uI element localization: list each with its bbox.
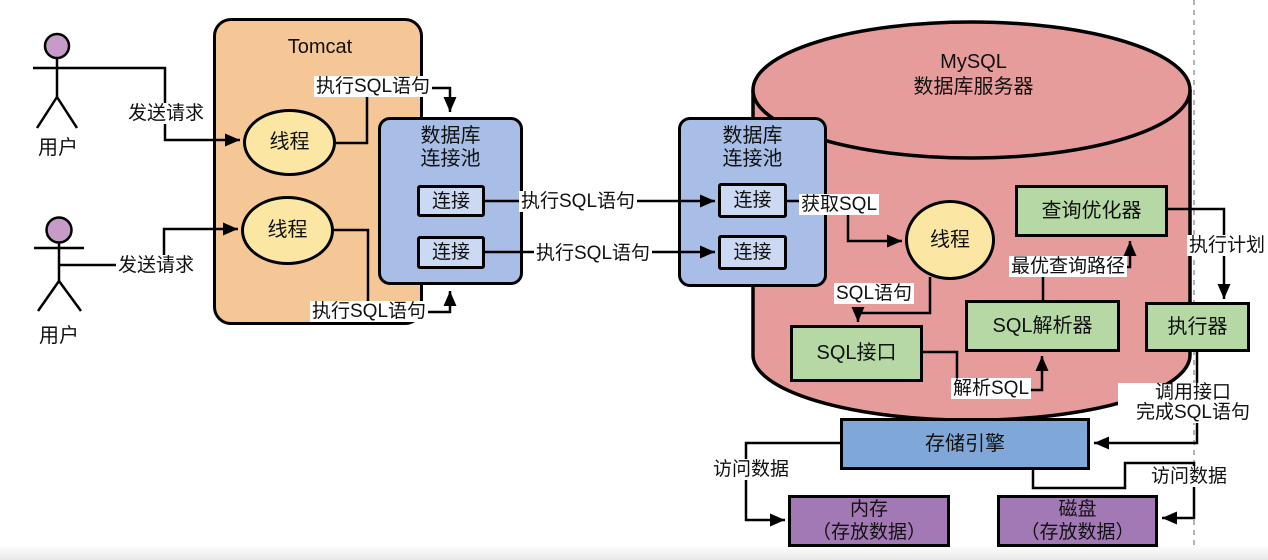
sql-interface-label: SQL接口 (816, 342, 897, 364)
query-optimizer-label: 查询优化器 (1041, 199, 1142, 222)
thread-ellipse-2: 线程 (241, 196, 334, 265)
mysql-title: MySQL 数据库服务器 (913, 51, 1034, 98)
connection-box-2b: 连接 (718, 235, 787, 270)
user-name-2: 用户 (39, 325, 79, 347)
thread-ellipse-3: 线程 (905, 200, 995, 280)
query-optimizer-box: 查询优化器 (1015, 185, 1168, 237)
label-best-query-path: 最优查询路径 (1009, 256, 1128, 277)
label-access-data-left: 访问数据 (711, 459, 792, 480)
storage-engine-label: 存储引擎 (925, 432, 1005, 455)
label-exec-sql-mid1: 执行SQL语句 (519, 191, 638, 212)
thread-label: 线程 (930, 228, 970, 251)
label-sql-statement: SQL语句 (834, 283, 915, 304)
label-send-request-1: 发送请求 (126, 103, 207, 124)
pool-title: 数据库 连接池 (722, 125, 783, 170)
connection-box-2a: 连接 (718, 183, 787, 218)
label-send-request-2: 发送请求 (116, 255, 197, 276)
connection-box-1a: 连接 (417, 185, 485, 217)
label-exec-sql-top: 执行SQL语句 (314, 76, 433, 97)
bottom-fade-strip (0, 545, 1268, 560)
connection-label: 连接 (733, 190, 772, 211)
user-name-1: 用户 (38, 137, 78, 159)
thread-label: 线程 (269, 131, 310, 153)
executor-label: 执行器 (1167, 315, 1228, 338)
memory-label: 内存 （存放数据） (811, 499, 926, 543)
sql-interface-box: SQL接口 (790, 325, 923, 382)
label-parse-sql: 解析SQL (951, 378, 1032, 399)
sql-parser-label: SQL解析器 (992, 314, 1093, 337)
connection-label: 连接 (431, 190, 470, 212)
label-exec-sql-mid2: 执行SQL语句 (534, 243, 653, 264)
storage-engine-box: 存储引擎 (840, 418, 1090, 470)
tomcat-title: Tomcat (287, 36, 353, 58)
connection-label: 连接 (733, 242, 772, 263)
label-exec-sql-bottom: 执行SQL语句 (310, 301, 429, 322)
sql-parser-box: SQL解析器 (965, 300, 1120, 352)
label-access-data-right: 访问数据 (1149, 466, 1230, 487)
label-call-interface: 调用接口 完成SQL语句 (1118, 383, 1268, 423)
thread-ellipse-1: 线程 (243, 109, 336, 176)
label-fetch-sql: 获取SQL (799, 194, 880, 215)
executor-box: 执行器 (1145, 302, 1250, 352)
thread-label: 线程 (267, 219, 308, 241)
label-exec-plan: 执行计划 (1187, 235, 1268, 256)
